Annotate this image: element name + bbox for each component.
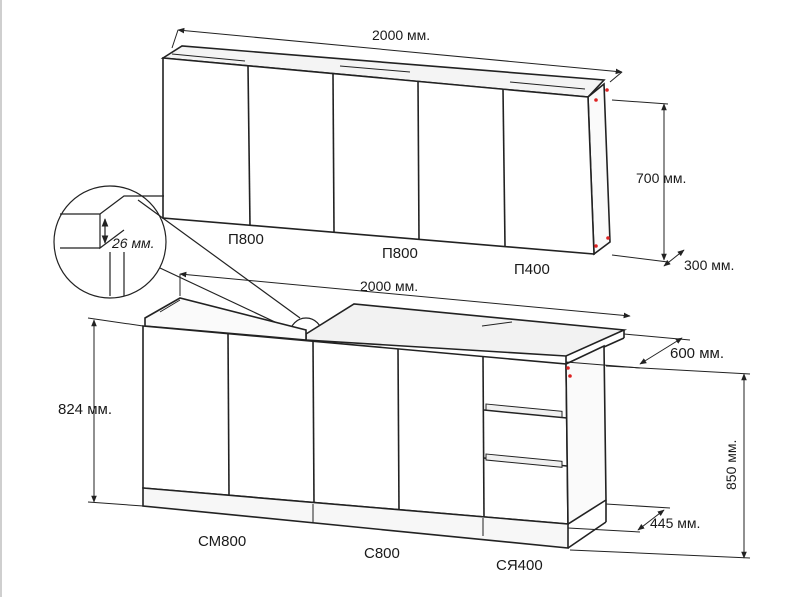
base-module-label: СМ800: [198, 533, 246, 550]
detail-magnifier: [53, 185, 323, 351]
base-height-dimension: [569, 365, 751, 559]
wall-depth-dimension: [663, 249, 685, 267]
wall-cabinets: [160, 45, 611, 256]
base-cabinet-side: [565, 344, 607, 526]
base-body-height-label: 824 мм.: [58, 401, 112, 418]
wall-height-label: 700 мм.: [636, 170, 686, 186]
base-module-label: СЯ400: [496, 557, 543, 574]
left-border: [0, 0, 2, 597]
base-height-label: 850 мм.: [723, 440, 739, 490]
wall-width-dimension: [171, 27, 623, 83]
base-body-height-dimension: [87, 317, 144, 507]
wall-width-label: 2000 мм.: [372, 27, 430, 43]
base-depth-label: 600 мм.: [670, 345, 724, 362]
base-width-label: 2000 мм.: [360, 278, 418, 294]
drawer-depth-dimension: [567, 503, 671, 533]
detail-thickness-label: 26 мм.: [111, 235, 155, 251]
base-cabinets: [142, 297, 628, 549]
wall-module-label: П400: [514, 261, 550, 278]
base-width-dimension: [179, 271, 631, 319]
wall-module-label: П800: [228, 231, 264, 248]
base-module-label: С800: [364, 545, 400, 562]
wall-module-label: П800: [382, 245, 418, 262]
drawer-depth-label: 445 мм.: [650, 515, 700, 531]
wall-cabinet-front: [162, 57, 595, 255]
wall-depth-label: 300 мм.: [684, 257, 734, 273]
wall-height-dimension: [611, 99, 669, 263]
